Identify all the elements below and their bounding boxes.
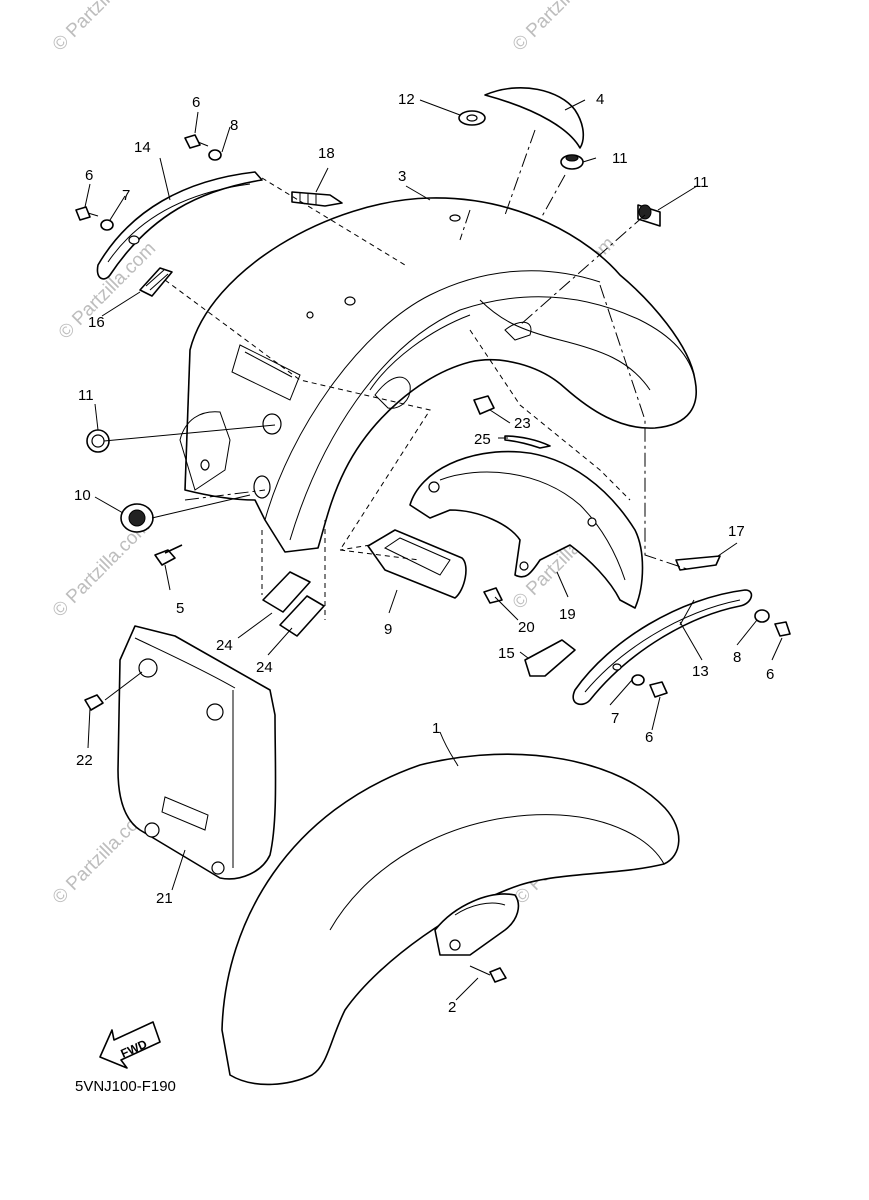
callout-7: 7 bbox=[122, 187, 130, 204]
callout-6: 6 bbox=[85, 167, 93, 184]
clip-25[interactable] bbox=[504, 435, 551, 449]
callout-5: 5 bbox=[176, 600, 184, 617]
callout-8: 8 bbox=[733, 649, 741, 666]
watermark-text: © Partzilla.com bbox=[49, 0, 154, 56]
callout-6: 6 bbox=[645, 729, 653, 746]
callout-2: 2 bbox=[448, 999, 456, 1016]
rail-trim-17[interactable] bbox=[675, 555, 721, 571]
mud-flap[interactable] bbox=[117, 625, 277, 880]
callout-6: 6 bbox=[766, 666, 774, 683]
grommet-11-top[interactable] bbox=[560, 154, 584, 170]
label-24-a[interactable] bbox=[262, 571, 311, 613]
rear-fender[interactable] bbox=[179, 197, 697, 553]
callout-9: 9 bbox=[384, 621, 392, 638]
callout-24: 24 bbox=[256, 659, 273, 676]
callout-7: 7 bbox=[611, 710, 619, 727]
bolt-6-lower[interactable] bbox=[649, 681, 668, 698]
rail-trim-16[interactable] bbox=[139, 267, 173, 297]
callout-25: 25 bbox=[474, 431, 491, 448]
diagram-code: 5VNJ100-F190 bbox=[75, 1078, 176, 1095]
grommet-11-left[interactable] bbox=[86, 429, 110, 453]
washer-7-left[interactable] bbox=[100, 219, 114, 231]
grommet-11-right[interactable] bbox=[637, 204, 661, 227]
bolt-6-top[interactable] bbox=[184, 134, 209, 149]
forward-arrow-icon: FWD bbox=[99, 1021, 161, 1069]
inner-fender[interactable] bbox=[409, 450, 644, 609]
assembly-lines bbox=[164, 129, 691, 620]
pad-9[interactable] bbox=[367, 529, 467, 599]
rail-trim-15[interactable] bbox=[524, 639, 576, 677]
rail-trim-18[interactable] bbox=[291, 191, 343, 207]
grommet-10[interactable] bbox=[120, 503, 154, 533]
callout-6: 6 bbox=[192, 94, 200, 111]
bolt-22[interactable] bbox=[84, 694, 104, 711]
label-24-b[interactable] bbox=[279, 595, 325, 637]
callout-21: 21 bbox=[156, 890, 173, 907]
callout-22: 22 bbox=[76, 752, 93, 769]
callout-labels: 1 2 3 4 5 6 6 6 6 7 7 8 8 9 10 11 11 11 … bbox=[74, 91, 774, 1016]
callout-4: 4 bbox=[596, 91, 604, 108]
leader-lines bbox=[84, 99, 783, 1001]
callout-20: 20 bbox=[518, 619, 535, 636]
callout-11: 11 bbox=[612, 150, 628, 167]
fender-rail-left[interactable] bbox=[96, 171, 263, 280]
callout-24: 24 bbox=[216, 637, 233, 654]
clip-23[interactable] bbox=[473, 395, 495, 415]
callout-8: 8 bbox=[230, 117, 238, 134]
bolt-5[interactable] bbox=[154, 544, 183, 566]
fender-emblem[interactable] bbox=[484, 87, 585, 149]
callout-23: 23 bbox=[514, 415, 531, 432]
front-fender[interactable] bbox=[221, 753, 680, 1086]
bolt-2[interactable] bbox=[469, 965, 507, 983]
washer-7-right[interactable] bbox=[631, 674, 645, 686]
callout-1: 1 bbox=[432, 720, 440, 737]
bolt-6-left[interactable] bbox=[75, 206, 99, 221]
callout-15: 15 bbox=[498, 645, 515, 662]
callout-16: 16 bbox=[88, 314, 105, 331]
callout-14: 14 bbox=[134, 139, 151, 156]
callout-11: 11 bbox=[693, 174, 709, 191]
callout-12: 12 bbox=[398, 91, 415, 108]
bolt-6-right[interactable] bbox=[774, 621, 791, 637]
fender-rail-right[interactable] bbox=[572, 589, 753, 706]
washer-12[interactable] bbox=[458, 110, 486, 126]
callout-18: 18 bbox=[318, 145, 335, 162]
callout-10: 10 bbox=[74, 487, 91, 504]
washer-8-top[interactable] bbox=[208, 149, 222, 161]
callout-19: 19 bbox=[559, 606, 576, 623]
watermark-text: © Partzilla.com bbox=[509, 0, 614, 56]
callout-11: 11 bbox=[78, 387, 94, 404]
callout-3: 3 bbox=[398, 168, 406, 185]
callout-13: 13 bbox=[692, 663, 709, 680]
washer-8-right[interactable] bbox=[754, 609, 770, 623]
callout-17: 17 bbox=[728, 523, 745, 540]
